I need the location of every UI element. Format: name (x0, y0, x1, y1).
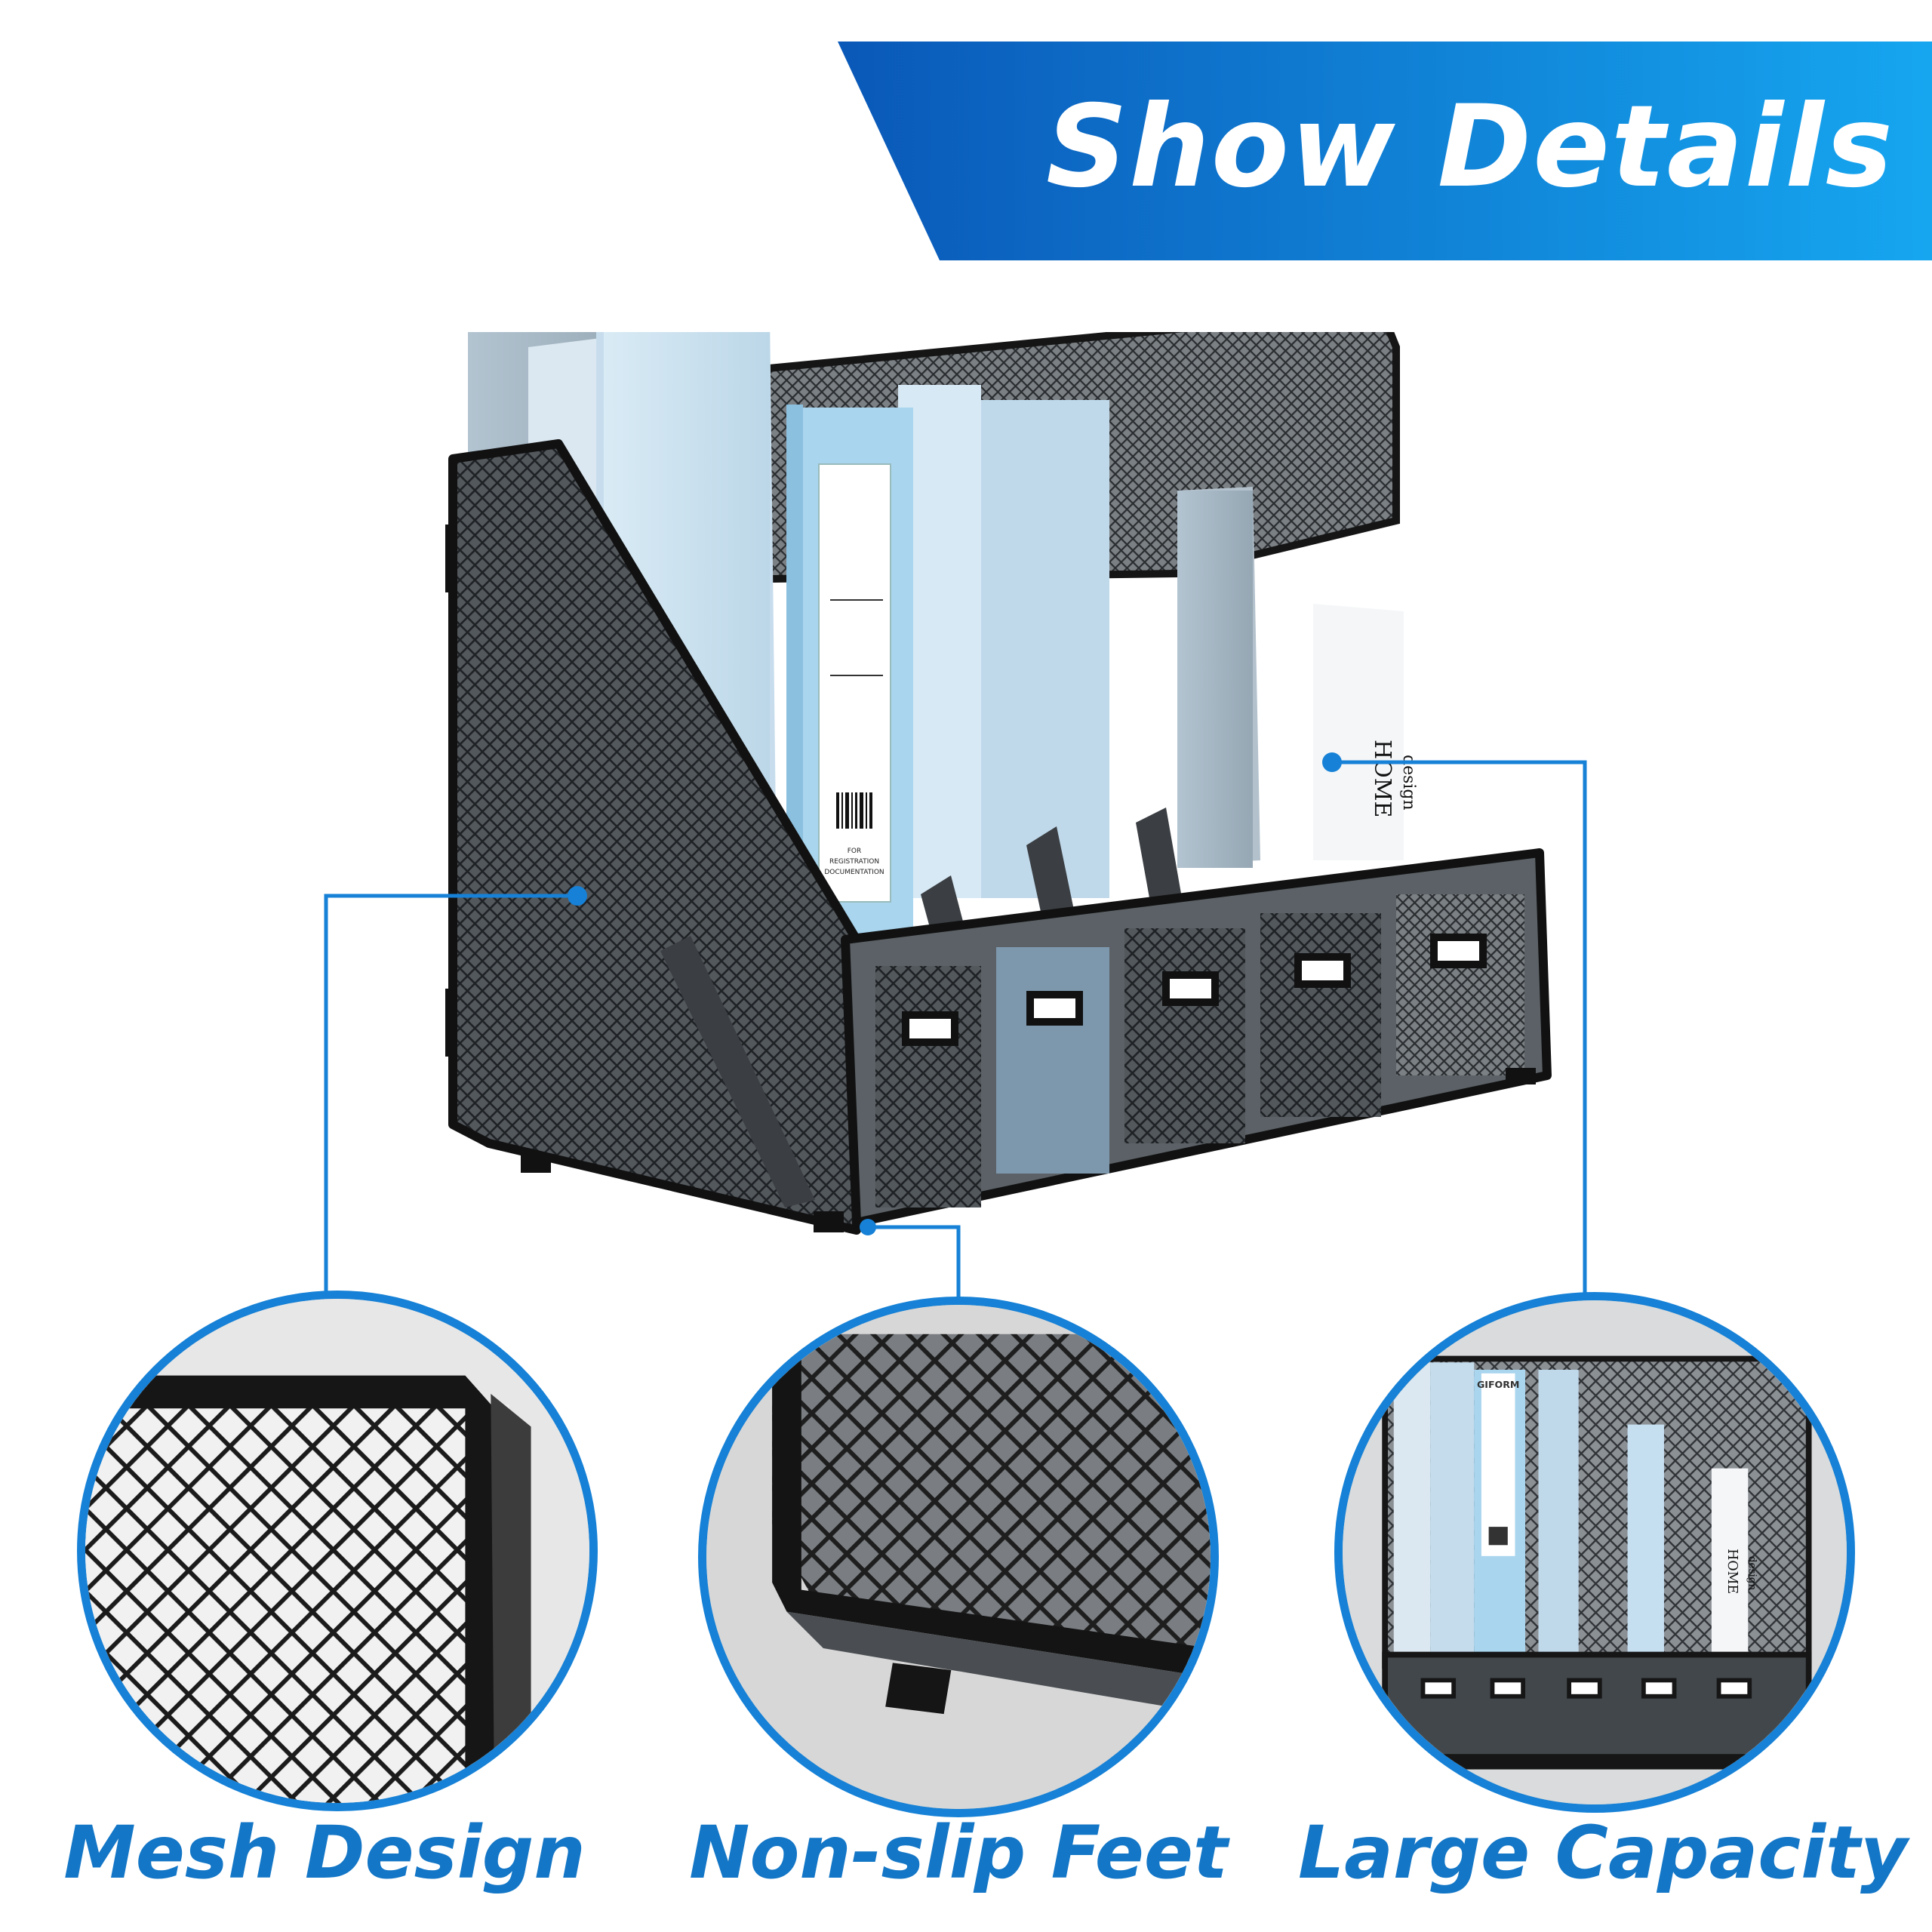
binder-label-line1: FOR (848, 848, 862, 855)
binder-label-line3: DOCUMENTATION (824, 869, 884, 876)
page-title: Show Details (1046, 82, 1894, 213)
organizer-front-view-icon: GIFORM HOME design (1343, 1300, 1847, 1804)
caption-large-capacity: Large Capacity (1298, 1810, 1908, 1895)
barcode (836, 792, 872, 829)
file-organizer-illustration: FOR REGISTRATION DOCUMENTATION HOME desi… (445, 305, 1552, 1235)
caption-mesh-design: Mesh Design (63, 1810, 586, 1895)
book-spine-word2: design (1399, 755, 1418, 811)
foot-closeup-icon (706, 1305, 1211, 1809)
book-spine-word1: HOME (1369, 740, 1395, 817)
mesh-closeup-image (77, 1291, 598, 1811)
banner-background (838, 42, 1932, 260)
inset-binder-brand: GIFORM (1477, 1379, 1520, 1390)
inset-book-word1: HOME (1724, 1549, 1740, 1594)
product-image: FOR REGISTRATION DOCUMENTATION HOME desi… (423, 305, 1592, 1260)
feet-closeup-image (698, 1297, 1219, 1817)
binder-label-line2: REGISTRATION (829, 858, 879, 866)
header-banner: Show Details (0, 0, 1932, 264)
caption-non-slip-feet: Non-slip Feet (689, 1810, 1228, 1895)
capacity-closeup-image: GIFORM HOME design (1334, 1292, 1855, 1813)
mesh-closeup-icon (85, 1299, 589, 1803)
inset-book-word2: design (1746, 1556, 1758, 1591)
